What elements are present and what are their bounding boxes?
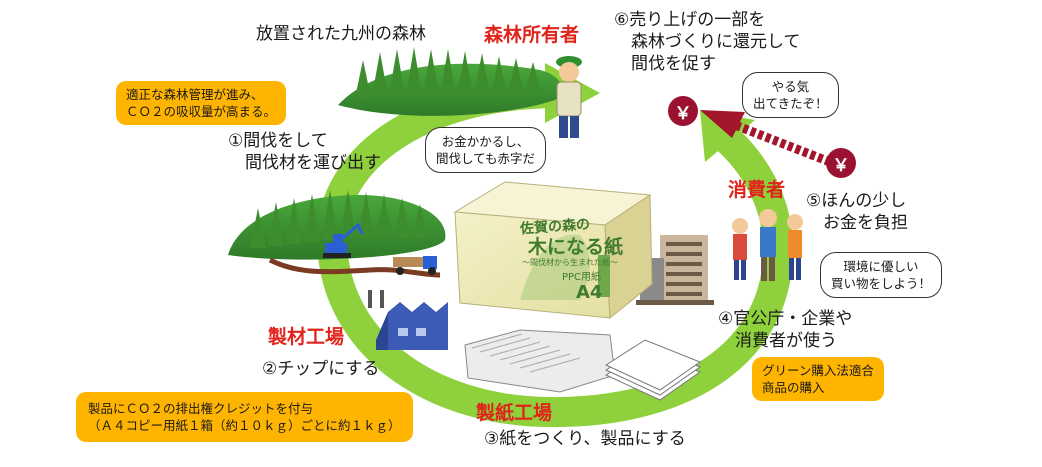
consumer-family [732, 209, 803, 281]
paper-mill [464, 329, 616, 393]
forest-owner-heading: 森林所有者 [484, 24, 580, 46]
money-flow-arrow [700, 110, 832, 167]
green-purchase-callout: グリーン購入法適合 商品の購入 [752, 357, 884, 401]
step-3-text: ③紙をつくり、製品にする [484, 429, 686, 449]
box-size: A4 [576, 282, 603, 303]
forest-hill-top [338, 47, 563, 116]
forest-management-callout: 適正な森林管理が進み、 ＣＯ２の吸収量が高まる。 [116, 81, 287, 125]
forest-hill-left [228, 190, 446, 278]
yen-symbol: ￥ [674, 103, 692, 124]
step-1-text: ①間伐をして 間伐材を運び出す [228, 131, 381, 173]
co2-credit-callout: 製品にＣＯ２の排出権クレジットを付与 （Ａ４コピー用紙１箱（約１０ｋｇ）ごとに約… [76, 392, 413, 442]
office-building [636, 235, 714, 305]
forest-caption: 放置された九州の森林 [256, 24, 426, 44]
product-box [453, 181, 653, 320]
consumer-heading: 消費者 [728, 179, 786, 201]
step-2-text: ②チップにする [262, 359, 380, 379]
box-subtitle: 〜間伐材から生まれた紙〜 [522, 258, 618, 267]
owner-worry-bubble: お金かかるし、 間伐しても赤字だ [425, 127, 547, 173]
box-product-type: PPC用紙 [562, 272, 602, 283]
sawmill-factory [368, 290, 448, 350]
step-5-text: ⑤ほんの少し お金を負担 [806, 191, 908, 233]
sawmill-heading: 製材工場 [268, 326, 345, 348]
consumer-eco-bubble: 環境に優しい 買い物をしよう！ [820, 252, 943, 298]
yen-coin-bottom: ￥ [826, 148, 856, 178]
excavator [323, 222, 364, 258]
box-brand-main: 木になる紙 [528, 236, 624, 258]
yen-symbol: ￥ [832, 155, 850, 176]
paper-stack [604, 339, 702, 401]
forest-owner-figure [556, 56, 582, 138]
step-4-text: ④官公庁・企業や 消費者が使う [718, 309, 853, 351]
yen-coin-top: ￥ [668, 96, 698, 126]
owner-motivated-bubble: やる気 出てきたぞ！ [742, 72, 839, 118]
log-truck [393, 256, 437, 275]
paper-mill-heading: 製紙工場 [476, 402, 553, 424]
step-6-text: ⑥売り上げの一部を 森林づくりに還元して 間伐を促す [614, 10, 801, 74]
